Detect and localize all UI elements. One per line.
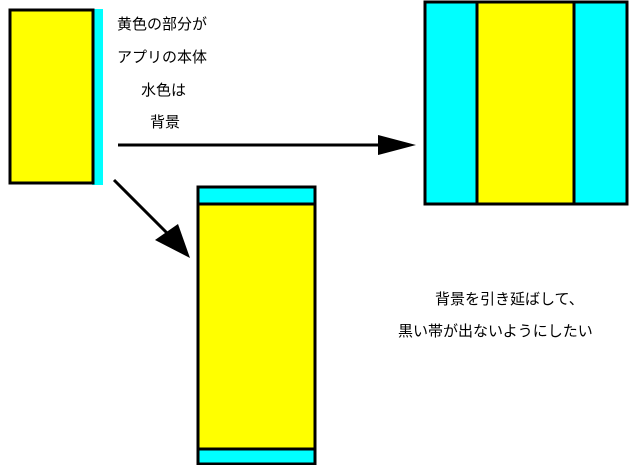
wide-screen [423,0,629,206]
tall-screen-app-body [196,202,317,451]
arrow-right [118,135,416,155]
caption-line-1: 黄色の部分が [117,15,208,33]
arrow-right-head [378,135,416,155]
arrow-down-right [112,178,190,258]
tall-screen [196,185,317,465]
caption-line-4: 背景 [150,113,181,131]
arrow-down-right-head [155,224,190,258]
original-screen [8,8,103,185]
note-line-2: 黒い帯が出ないようにしたい [398,322,593,340]
original-background-strip [92,9,103,185]
wide-screen-app-body [475,0,576,206]
original-app-body [8,8,95,185]
caption-line-3: 水色は [141,81,187,99]
caption-line-2: アプリの本体 [117,48,208,66]
note-line-1: 背景を引き延ばして、 [435,290,584,308]
arrow-down-right-shaft [112,178,174,240]
